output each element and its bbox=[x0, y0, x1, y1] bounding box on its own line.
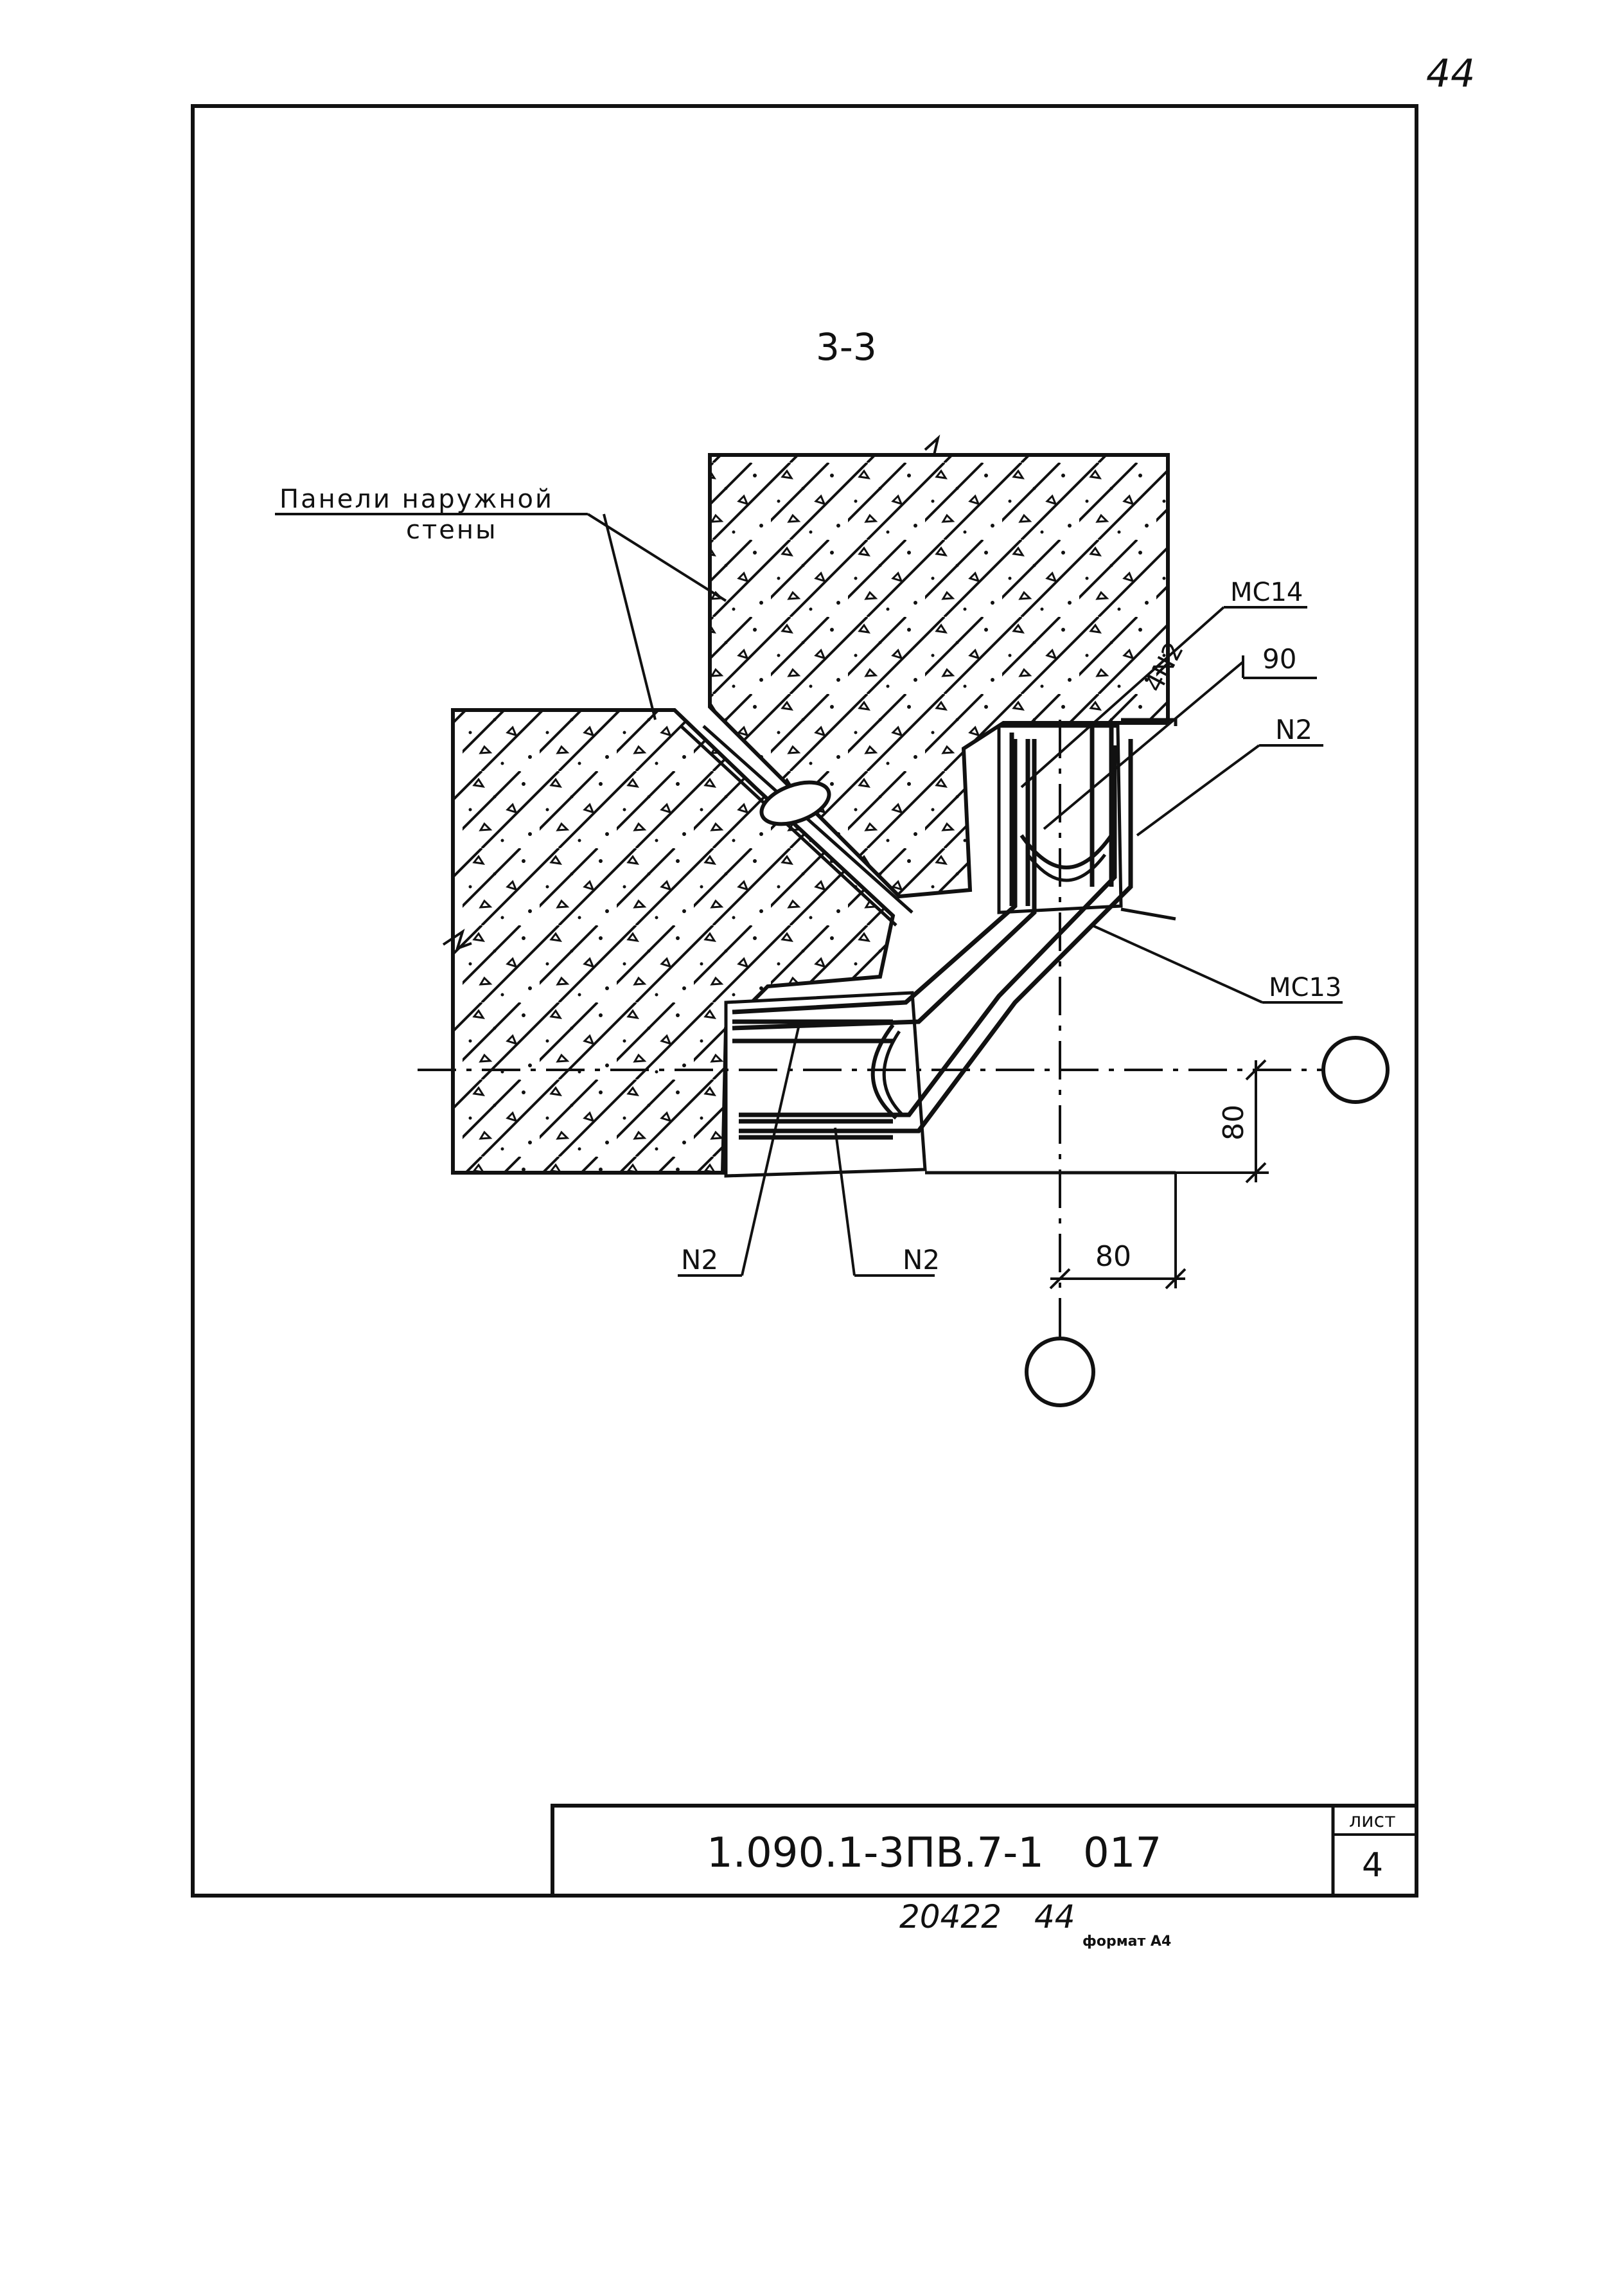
label-mc14: МС14 bbox=[1020, 578, 1307, 788]
format-label: формат А4 bbox=[1082, 1934, 1171, 1950]
inventory-number: 20422 bbox=[899, 1898, 1002, 1935]
label-mc13: МС13 bbox=[1091, 924, 1343, 1004]
axis-marker-vertical bbox=[1025, 1337, 1095, 1407]
label-n2-right: N2 bbox=[1136, 714, 1323, 837]
inventory-page: 44 bbox=[1034, 1898, 1075, 1935]
svg-text:МС13: МС13 bbox=[1269, 973, 1341, 1002]
right-edge-line-bottom bbox=[1120, 907, 1176, 921]
dimension-horizontal-value: 80 bbox=[1095, 1240, 1131, 1273]
section-title: 3-3 bbox=[816, 325, 877, 369]
corner-page-number: 44 bbox=[1426, 51, 1475, 96]
axis-marker-horizontal bbox=[1321, 1036, 1390, 1104]
dimension-vertical-value: 80 bbox=[1217, 1105, 1250, 1141]
document-designation: 1.090.1-3ПВ.7-1 017 bbox=[707, 1829, 1161, 1877]
svg-text:N2: N2 bbox=[903, 1244, 940, 1276]
label-n2-left: N2 bbox=[678, 1021, 801, 1277]
svg-text:Панели наружной: Панели наружной bbox=[279, 485, 554, 514]
title-block bbox=[551, 1804, 1418, 1898]
svg-text:стены: стены bbox=[406, 515, 498, 545]
svg-text:МС14: МС14 bbox=[1230, 578, 1303, 607]
panel-joint bbox=[680, 725, 914, 927]
label-n2-mid: N2 bbox=[834, 1127, 940, 1277]
reinforcing-bars-n2 bbox=[732, 739, 1133, 1134]
sealant-gasket bbox=[759, 780, 831, 826]
svg-text:N2: N2 bbox=[681, 1244, 718, 1276]
sheet-label: лист bbox=[1349, 1809, 1396, 1832]
sheet-number: 4 bbox=[1362, 1846, 1383, 1885]
embedded-part-mc13 bbox=[724, 991, 927, 1178]
svg-text:90: 90 bbox=[1262, 643, 1296, 675]
svg-text:N2: N2 bbox=[1275, 714, 1312, 745]
dimension-horizontal bbox=[1049, 1173, 1187, 1290]
label-wall-panels: Панели наружной стены bbox=[275, 485, 727, 720]
dimension-vertical bbox=[1176, 1059, 1269, 1184]
